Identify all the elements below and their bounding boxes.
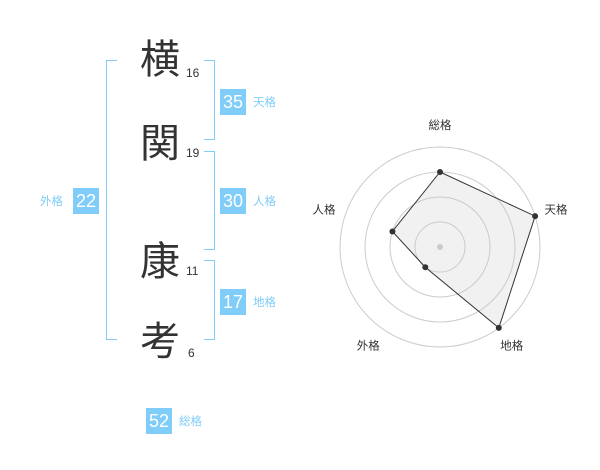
name-char-2-strokes: 19 [186, 146, 200, 160]
grid-ring-1 [414, 221, 466, 273]
axis-label-1: 総格 [429, 118, 452, 132]
axis-label-3: 地格 [500, 339, 523, 353]
tenkaku-label: 天格 [253, 95, 276, 109]
jinkaku-bracket [204, 151, 215, 250]
name-char-4: 考 [140, 319, 180, 365]
grid-ring-2 [389, 196, 491, 298]
tenkaku-badge: 35 [220, 89, 246, 115]
name-char-3-strokes: 11 [186, 264, 199, 278]
data-point-2 [532, 213, 539, 220]
name-char-2: 関 [140, 121, 180, 167]
data-polygon [391, 171, 536, 329]
name-char-4-strokes: 6 [188, 346, 195, 360]
jinkaku-badge: 30 [220, 188, 246, 214]
data-point-3 [495, 324, 502, 331]
grid-ring-4 [339, 146, 541, 348]
tenkaku-bracket [204, 60, 215, 140]
data-point-1 [437, 169, 443, 175]
chikaku-badge: 17 [220, 289, 246, 315]
jinkaku-label: 人格 [253, 194, 276, 208]
chikaku-label: 地格 [253, 295, 276, 309]
axis-label-5: 人格 [312, 202, 335, 216]
chikaku-bracket [204, 260, 215, 340]
gaikaku-label: 外格 [40, 194, 63, 208]
axis-label-4: 外格 [357, 339, 380, 353]
soukaku-label: 総格 [179, 414, 202, 428]
soukaku-badge: 52 [146, 408, 172, 434]
gaikaku-badge: 22 [73, 188, 99, 214]
name-char-3: 康 [140, 239, 180, 285]
name-char-1: 横 [140, 37, 180, 83]
data-point-5 [389, 228, 396, 235]
name-char-1-strokes: 16 [186, 66, 200, 80]
gaikaku-bracket [106, 60, 117, 340]
center-point [437, 244, 443, 250]
axis-label-2: 天格 [545, 202, 568, 216]
data-point-4 [422, 264, 429, 271]
